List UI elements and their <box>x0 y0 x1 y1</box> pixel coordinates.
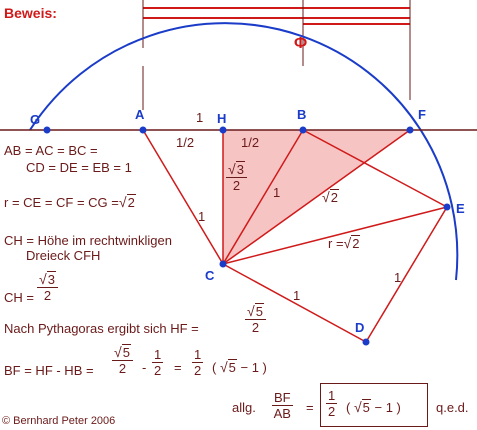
bf-frac1: √5 2 <box>112 344 133 376</box>
ratio-bars <box>143 7 410 25</box>
ch-fraction: √3 2 <box>37 271 58 303</box>
label-g: G <box>30 112 41 127</box>
pythagoras-line: Nach Pythagoras ergibt sich HF = <box>4 321 199 336</box>
point-e <box>443 203 451 211</box>
label-c: C <box>205 268 215 283</box>
point-f <box>406 126 414 134</box>
ratio-fraction: BF AB <box>272 390 293 421</box>
tri-fraction: √3 2 <box>226 161 247 193</box>
bf-result-half: 1 2 <box>192 347 204 378</box>
seg-ah-bottom: 1/2 <box>176 135 195 150</box>
allg-label: allg. <box>232 400 256 415</box>
point-d <box>362 338 370 346</box>
seg-ce: r =√2 <box>328 235 361 251</box>
seg-cd: 1 <box>293 288 301 303</box>
seg-bf-root: √2 <box>322 189 339 205</box>
point-c <box>219 260 227 268</box>
label-f: F <box>418 107 426 122</box>
bf-lhs: BF = HF - HB = <box>4 363 94 378</box>
ratio-ticks <box>142 0 411 110</box>
point-h <box>219 126 227 134</box>
seg-bc: 1 <box>273 185 281 200</box>
label-h: H <box>217 111 227 126</box>
point-g <box>43 126 51 134</box>
seg-ac: 1 <box>198 209 206 224</box>
hf-fraction: √5 2 <box>245 303 266 335</box>
bf-half: 1 2 <box>152 347 164 378</box>
seg-ah-top: 1 <box>196 110 204 125</box>
ratio-result-half: 1 2 <box>326 388 338 419</box>
ratio-result-tail: ( √5 − 1 ) <box>346 399 401 415</box>
eq-radius: r = CE = CF = CG =√2 <box>4 194 136 210</box>
phi-label: Φ <box>294 35 308 52</box>
bf-minus: - <box>142 360 147 375</box>
ratio-equals: = <box>306 400 314 415</box>
construction-lines <box>142 129 448 343</box>
proof-title: Beweis: <box>4 5 57 21</box>
ch-line-1: CH = Höhe im rechtwinkligen <box>4 233 172 248</box>
seg-de: 1 <box>394 270 402 285</box>
bf-equals: = <box>174 360 182 375</box>
points <box>43 126 451 346</box>
eq-line-2: CD = DE = EB = 1 <box>26 160 132 175</box>
copyright: © Bernhard Peter 2006 <box>2 415 116 427</box>
label-b: B <box>297 107 307 122</box>
ch-line-2: Dreieck CFH <box>26 248 101 263</box>
seg-hb-bottom: 1/2 <box>241 135 260 150</box>
label-d: D <box>355 320 365 335</box>
circle-arc <box>29 22 459 281</box>
qed-label: q.e.d. <box>436 400 469 415</box>
label-a: A <box>135 107 145 122</box>
ch-eq: CH = <box>4 290 34 305</box>
eq-line-1: AB = AC = BC = <box>4 143 98 158</box>
point-a <box>139 126 147 134</box>
point-b <box>299 126 307 134</box>
bf-result-tail: ( √5 − 1 ) <box>212 359 267 375</box>
label-e: E <box>456 201 465 216</box>
result-box <box>320 383 428 427</box>
